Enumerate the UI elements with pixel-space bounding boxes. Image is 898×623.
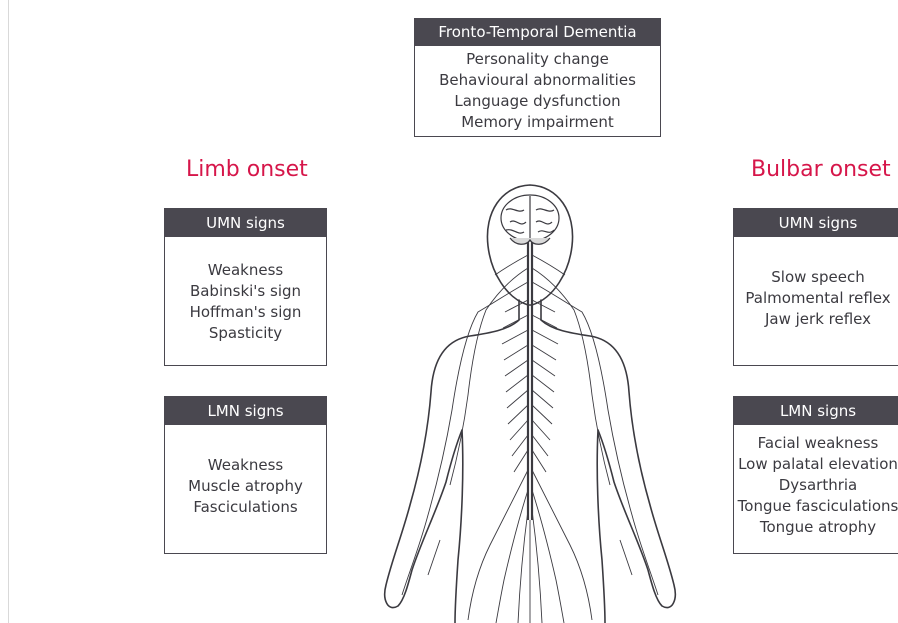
bulbar-lmn-header: LMN signs [734,397,898,425]
limb-lmn-item: Muscle atrophy [165,476,326,497]
bulbar-umn-item: Jaw jerk reflex [734,309,898,330]
brain-shape [501,195,559,244]
limb-lmn-box: LMN signs Weakness Muscle atrophy Fascic… [164,396,327,554]
spinal-cord [528,242,532,520]
limb-umn-item: Spasticity [165,323,326,344]
bulbar-umn-header: UMN signs [734,209,898,237]
limb-onset-title: Limb onset [186,157,308,182]
bulbar-lmn-items: Facial weakness Low palatal elevation Dy… [734,425,898,538]
bulbar-lmn-item: Facial weakness [734,433,898,454]
bulbar-lmn-item: Tongue fasciculations [734,496,898,517]
ftd-item: Language dysfunction [415,91,660,112]
peripheral-nerves [402,255,658,623]
bulbar-umn-item: Slow speech [734,267,898,288]
ftd-item: Memory impairment [415,112,660,133]
ftd-items: Personality change Behavioural abnormali… [415,46,660,133]
limb-umn-item: Hoffman's sign [165,302,326,323]
limb-umn-items: Weakness Babinski's sign Hoffman's sign … [165,237,326,344]
limb-lmn-item: Weakness [165,455,326,476]
limb-umn-item: Babinski's sign [165,281,326,302]
ftd-item: Personality change [415,49,660,70]
bulbar-lmn-item: Dysarthria [734,475,898,496]
limb-lmn-header: LMN signs [165,397,326,425]
limb-lmn-items: Weakness Muscle atrophy Fasciculations [165,425,326,518]
limb-lmn-item: Fasciculations [165,497,326,518]
bulbar-umn-items: Slow speech Palmomental reflex Jaw jerk … [734,237,898,330]
bulbar-lmn-item: Low palatal elevation [734,454,898,475]
ftd-header: Fronto-Temporal Dementia [415,19,660,46]
bulbar-lmn-item: Tongue atrophy [734,517,898,538]
limb-umn-header: UMN signs [165,209,326,237]
bulbar-umn-box: UMN signs Slow speech Palmomental reflex… [733,208,898,366]
bulbar-onset-title: Bulbar onset [751,157,891,182]
ftd-box: Fronto-Temporal Dementia Personality cha… [414,18,661,137]
bulbar-lmn-box: LMN signs Facial weakness Low palatal el… [733,396,898,554]
bulbar-umn-item: Palmomental reflex [734,288,898,309]
ftd-item: Behavioural abnormalities [415,70,660,91]
limb-umn-box: UMN signs Weakness Babinski's sign Hoffm… [164,208,327,366]
limb-umn-item: Weakness [165,260,326,281]
